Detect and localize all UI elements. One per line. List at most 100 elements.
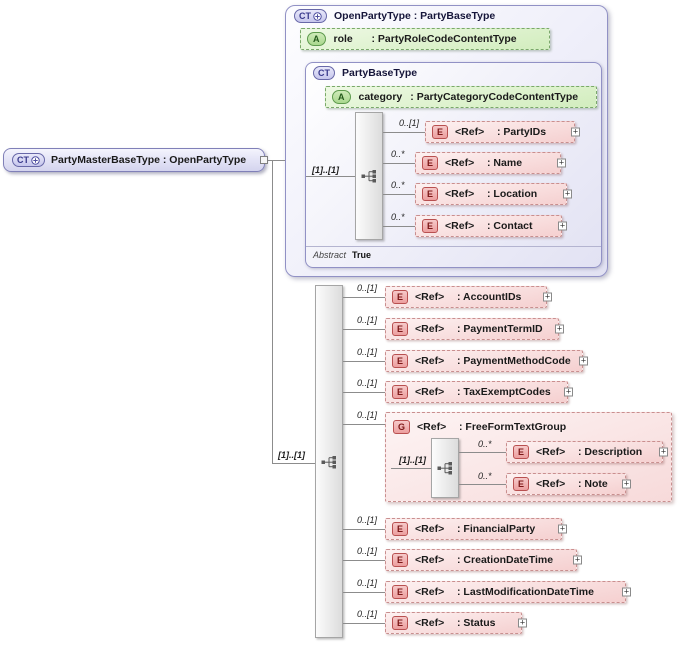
element-ref-description[interactable]: E <Ref> : Description + — [506, 441, 668, 463]
element-badge: E — [422, 219, 439, 233]
element-ref-taxexemptcodes[interactable]: E <Ref> : TaxExemptCodes + — [385, 381, 573, 403]
connector-line — [343, 529, 385, 530]
sequence-indicator[interactable] — [355, 112, 383, 240]
cardinality-label: 0..[1] — [357, 378, 378, 388]
plus-circle-icon — [313, 11, 322, 21]
cardinality-label: 0..* — [391, 180, 405, 190]
element-ref-lastmodificationdatetime[interactable]: E <Ref> : LastModificationDateTime + — [385, 581, 631, 603]
attribute-badge: A — [307, 32, 326, 46]
expand-button[interactable]: + — [622, 586, 631, 597]
connector-line — [343, 297, 385, 298]
root-type-box[interactable]: CT PartyMasterBaseType : OpenPartyType — [3, 148, 265, 172]
type-label: : CreationDateTime — [457, 554, 554, 566]
connector-line — [272, 463, 315, 464]
element-ref-status[interactable]: E <Ref> : Status + — [385, 612, 527, 634]
element-ref-note[interactable]: E <Ref> : Note + — [506, 473, 631, 495]
complextype-badge-label: CT — [299, 11, 311, 21]
complextype-badge-label: CT — [318, 68, 330, 78]
connector-line — [459, 484, 506, 485]
ref-label: <Ref> — [415, 523, 445, 535]
ref-label: <Ref> — [415, 291, 445, 303]
openpartytype-title: OpenPartyType : PartyBaseType — [334, 10, 496, 22]
ref-label: <Ref> — [455, 126, 485, 138]
connector-line — [383, 226, 415, 227]
sequence-cardinality-label: [1]..[1] — [399, 455, 426, 465]
expand-button[interactable]: + — [579, 355, 588, 366]
openpartytype-header: CT OpenPartyType : PartyBaseType — [294, 9, 495, 23]
attribute-category[interactable]: A category : PartyCategoryCodeContentTyp… — [325, 86, 597, 108]
element-ref-partyids[interactable]: E <Ref> : PartyIDs + — [425, 121, 580, 143]
cardinality-label: 0..[1] — [357, 609, 378, 619]
sequence-cardinality-label: [1]..[1] — [312, 165, 339, 175]
connector-line — [343, 424, 385, 425]
connector-line — [383, 132, 425, 133]
element-badge: E — [392, 585, 409, 599]
sequence-indicator[interactable] — [431, 438, 459, 498]
expand-button[interactable]: + — [518, 617, 527, 628]
expand-button[interactable]: + — [555, 323, 564, 334]
plus-circle-icon — [31, 155, 40, 165]
expand-button[interactable]: + — [573, 554, 582, 565]
element-badge: E — [392, 553, 409, 567]
cardinality-label: 0..[1] — [357, 410, 378, 420]
expand-button[interactable]: + — [557, 157, 566, 168]
ref-label: <Ref> — [445, 157, 475, 169]
connector-line — [343, 560, 385, 561]
element-badge: E — [392, 322, 409, 336]
cardinality-label: 0..[1] — [357, 347, 378, 357]
ref-label: <Ref> — [415, 586, 445, 598]
connector-line — [383, 163, 415, 164]
type-label: : PaymentTermID — [457, 323, 543, 335]
type-label: : TaxExemptCodes — [457, 386, 551, 398]
cardinality-label: 0..* — [478, 439, 492, 449]
connector-line — [266, 160, 285, 161]
attribute-role[interactable]: A role : PartyRoleCodeContentType — [300, 28, 550, 50]
expand-button[interactable]: + — [564, 386, 573, 397]
ref-label: <Ref> — [536, 446, 566, 458]
cardinality-label: 0..* — [391, 149, 405, 159]
group-freeformtextgroup[interactable]: G <Ref> : FreeFormTextGroup [1]..[1] 0..… — [385, 412, 672, 502]
element-ref-contact[interactable]: E <Ref> : Contact + — [415, 215, 567, 237]
expand-button[interactable]: + — [571, 126, 580, 137]
element-ref-financialparty[interactable]: E <Ref> : FinancialParty + — [385, 518, 567, 540]
collapse-handle[interactable] — [260, 156, 268, 164]
element-ref-paymenttermid[interactable]: E <Ref> : PaymentTermID + — [385, 318, 564, 340]
complextype-badge: CT — [294, 9, 327, 23]
element-ref-location[interactable]: E <Ref> : Location + — [415, 183, 572, 205]
expand-button[interactable]: + — [558, 220, 567, 231]
expand-button[interactable]: + — [543, 291, 552, 302]
type-label: : PartyIDs — [497, 126, 547, 138]
connector-line — [343, 329, 385, 330]
element-badge: E — [392, 616, 409, 630]
partybasetype-title: PartyBaseType — [342, 67, 418, 79]
element-ref-accountids[interactable]: E <Ref> : AccountIDs + — [385, 286, 552, 308]
divider-line — [306, 246, 601, 247]
expand-button[interactable]: + — [622, 478, 631, 489]
expand-button[interactable]: + — [659, 446, 668, 457]
connector-line — [391, 468, 431, 469]
attribute-type: : PartyCategoryCodeContentType — [410, 91, 579, 103]
element-ref-paymentmethodcode[interactable]: E <Ref> : PaymentMethodCode + — [385, 350, 588, 372]
element-ref-creationdatetime[interactable]: E <Ref> : CreationDateTime + — [385, 549, 582, 571]
connector-line — [343, 623, 385, 624]
element-ref-name[interactable]: E <Ref> : Name + — [415, 152, 566, 174]
element-badge: E — [392, 385, 409, 399]
connector-line — [272, 160, 273, 464]
element-badge: E — [432, 125, 449, 139]
expand-button[interactable]: + — [558, 523, 567, 534]
complextype-badge-label: CT — [17, 155, 29, 165]
expand-button[interactable]: + — [563, 188, 572, 199]
cardinality-label: 0..[1] — [357, 546, 378, 556]
root-type-label: PartyMasterBaseType : OpenPartyType — [51, 154, 247, 166]
element-badge: E — [422, 156, 439, 170]
ref-label: <Ref> — [445, 188, 475, 200]
element-badge: E — [513, 445, 530, 459]
connector-line — [343, 361, 385, 362]
cardinality-label: 0..[1] — [399, 118, 420, 128]
type-label: : LastModificationDateTime — [457, 586, 594, 598]
sequence-indicator[interactable] — [315, 285, 343, 638]
ref-label: <Ref> — [417, 421, 447, 433]
group-badge: G — [393, 420, 411, 434]
abstract-label: Abstract — [313, 250, 347, 260]
